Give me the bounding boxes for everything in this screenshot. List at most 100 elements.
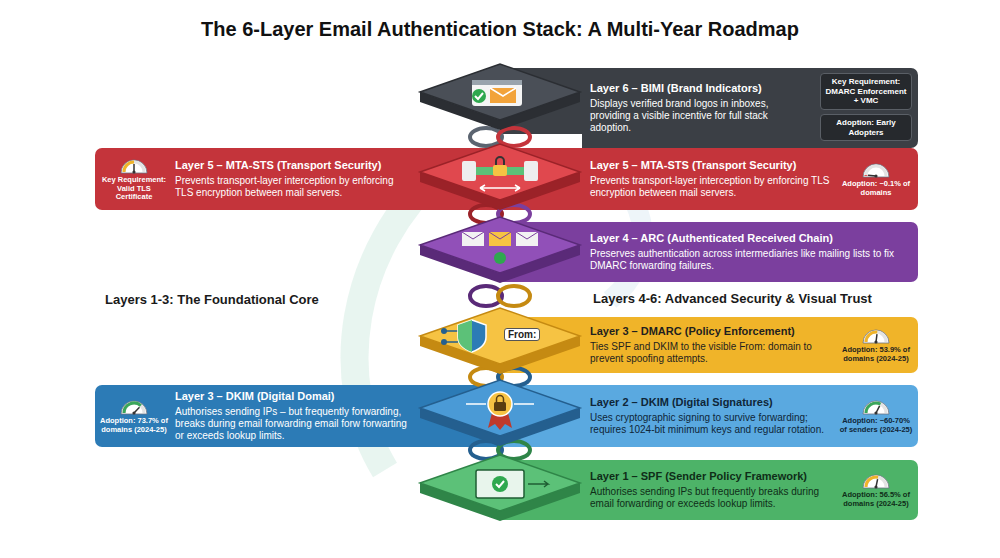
envelope-flap	[462, 232, 538, 239]
flow-arrow	[528, 481, 548, 487]
adoption-gauge	[862, 326, 890, 344]
layer-heading: Layer 2 – DKIM (Digital Signatures)	[590, 396, 838, 410]
text-column: Layer 3 – DMARC (Policy Enforcement) Ties…	[590, 325, 838, 365]
adoption-indicator: Adoption: ~0.1% of domains	[838, 160, 914, 197]
adoption-gauge	[862, 397, 890, 415]
layer-description: Uses cryptographic signing to survive fo…	[590, 412, 838, 436]
adoption-text: Adoption: 73.7% of domains (2024-25)	[99, 417, 169, 434]
layer-description: Prevents transport-layer interception by…	[175, 175, 412, 199]
layer-panel: Layer 4 – ARC (Authenticated Received Ch…	[582, 222, 918, 282]
layer-description: Authorises sending IPs – but frequently …	[175, 406, 412, 442]
adoption-indicator: Key Requirement: Valid TLS Certificate	[99, 156, 169, 202]
layer-description: Preserves authentication across intermed…	[590, 248, 910, 272]
adoption-gauge	[862, 160, 890, 178]
diagram-title: The 6-Layer Email Authentication Stack: …	[0, 18, 1000, 41]
adoption-indicator: Adoption: 56.5% of domains (2024-25)	[838, 471, 914, 508]
screen-icon	[476, 470, 524, 498]
check-mark	[475, 93, 483, 99]
layer-heading: Layer 6 – BIMI (Brand Indicators)	[590, 82, 808, 96]
layer-description: Ties SPF and DKIM to the visible From: d…	[590, 341, 838, 365]
transport-arrow	[480, 185, 520, 191]
requirement-text: Key Requirement: DMARC Enforcement + VMC	[825, 77, 907, 106]
requirement-box: Key Requirement: DMARC Enforcement + VMC	[820, 73, 912, 110]
gauge-value	[124, 403, 141, 413]
gauge-value	[124, 162, 134, 172]
layer-heading: Layer 4 – ARC (Authenticated Received Ch…	[590, 232, 910, 246]
browser-bar	[472, 80, 522, 85]
lock-shackle	[497, 396, 504, 402]
adoption-text: Adoption: ~0.1% of domains	[838, 180, 914, 197]
badge-icon	[488, 392, 512, 416]
gauge-face	[863, 330, 889, 343]
adoption-text: Adoption: 53.9% of domains (2024-25)	[838, 346, 914, 363]
adoption-indicator: Adoption: 73.7% of domains (2024-25)	[99, 397, 169, 434]
adoption-gauge	[120, 397, 148, 415]
adoption-indicator: Adoption: 53.9% of domains (2024-25)	[838, 326, 914, 363]
adoption-gauge	[862, 471, 890, 489]
gauge-hub	[874, 175, 877, 178]
section-label: Layers 4-6: Advanced Security & Visual T…	[593, 291, 872, 306]
lock-body	[494, 402, 506, 411]
chain-link	[498, 286, 530, 306]
text-column: Layer 2 – DKIM (Digital Signatures) Uses …	[590, 396, 838, 436]
server-icon	[524, 161, 538, 181]
requirement-text: Adoption: Early Adopters	[825, 118, 907, 137]
check-circle	[472, 89, 486, 103]
layer-panel: Layer 3 – DMARC (Policy Enforcement) Ties…	[582, 317, 918, 373]
layer-description: Displays verified brand logos in inboxes…	[590, 98, 808, 134]
check-mark	[496, 481, 504, 487]
browser-icon	[472, 80, 522, 106]
layer-panel: Key Requirement: Valid TLS CertificateLa…	[95, 148, 418, 210]
adoption-indicator: Adoption: ~60-70% of senders (2024-25)	[838, 397, 914, 434]
envelope-icon	[490, 88, 516, 103]
text-column: Layer 6 – BIMI (Brand Indicators) Display…	[590, 82, 808, 134]
icon-label: From:	[504, 328, 540, 341]
layer-panel: Layer 1 – SPF (Sender Policy Framework)A…	[582, 460, 918, 520]
slab-face	[420, 217, 580, 273]
gauge-face	[863, 401, 889, 414]
requirement-box: Adoption: Early Adopters	[820, 114, 912, 141]
text-column: Layer 5 – MTA-STS (Transport Security)Pr…	[590, 159, 838, 199]
gauge-hub	[132, 170, 135, 173]
gauge-hub	[874, 412, 877, 415]
check-circle	[492, 476, 508, 492]
slab-face	[420, 308, 580, 364]
layer-heading: Layer 5 – MTA-STS (Transport Security)	[175, 159, 412, 173]
text-column: Layer 3 – DKIM (Digital Domai) Authorises…	[169, 390, 412, 442]
layer-description: Authorises sending IPs but frequently br…	[590, 486, 838, 510]
layer-description: Prevents transport-layer interception by…	[590, 175, 838, 199]
gauge-hub	[874, 341, 877, 344]
gauge-face	[121, 401, 147, 414]
lock-shackle	[496, 157, 504, 165]
slab-face	[420, 380, 580, 436]
slab-face	[420, 64, 580, 120]
shield-half	[458, 320, 472, 352]
layer-panel: Layer 5 – MTA-STS (Transport Security)Pr…	[582, 148, 918, 210]
gauge-face	[863, 164, 889, 177]
layer-panel: Layer 6 – BIMI (Brand Indicators) Display…	[582, 68, 918, 148]
text-column: Layer 1 – SPF (Sender Policy Framework)A…	[590, 470, 838, 510]
adoption-text: Adoption: 56.5% of domains (2024-25)	[838, 491, 914, 508]
shield-icon	[458, 320, 486, 352]
layer-heading: Layer 3 – DKIM (Digital Domai)	[175, 390, 412, 404]
circuit-dot	[441, 339, 447, 345]
gauge-value	[864, 174, 867, 178]
layer-heading: Layer 3 – DMARC (Policy Enforcement)	[590, 325, 838, 339]
adoption-text: Adoption: ~60-70% of senders (2024-25)	[838, 417, 914, 434]
envelope-flap	[490, 88, 516, 96]
gauge-hub	[874, 486, 877, 489]
adoption-text: Key Requirement: Valid TLS Certificate	[99, 176, 169, 202]
circuit-dot	[441, 328, 447, 334]
layer-panel: Layer 2 – DKIM (Digital Signatures) Uses …	[582, 385, 918, 447]
gauge-value	[866, 403, 881, 413]
text-column: Layer 4 – ARC (Authenticated Received Ch…	[590, 232, 910, 272]
slab-face	[420, 455, 580, 511]
layer-panel: Adoption: 73.7% of domains (2024-25)Laye…	[95, 385, 418, 447]
text-column: Layer 5 – MTA-STS (Transport Security) Pr…	[169, 159, 412, 199]
gauge-face	[121, 160, 147, 173]
gauge-face	[863, 475, 889, 488]
server-icon	[462, 161, 476, 181]
lock-body	[493, 165, 507, 176]
section-label: Layers 1-3: The Foundational Core	[105, 292, 319, 307]
